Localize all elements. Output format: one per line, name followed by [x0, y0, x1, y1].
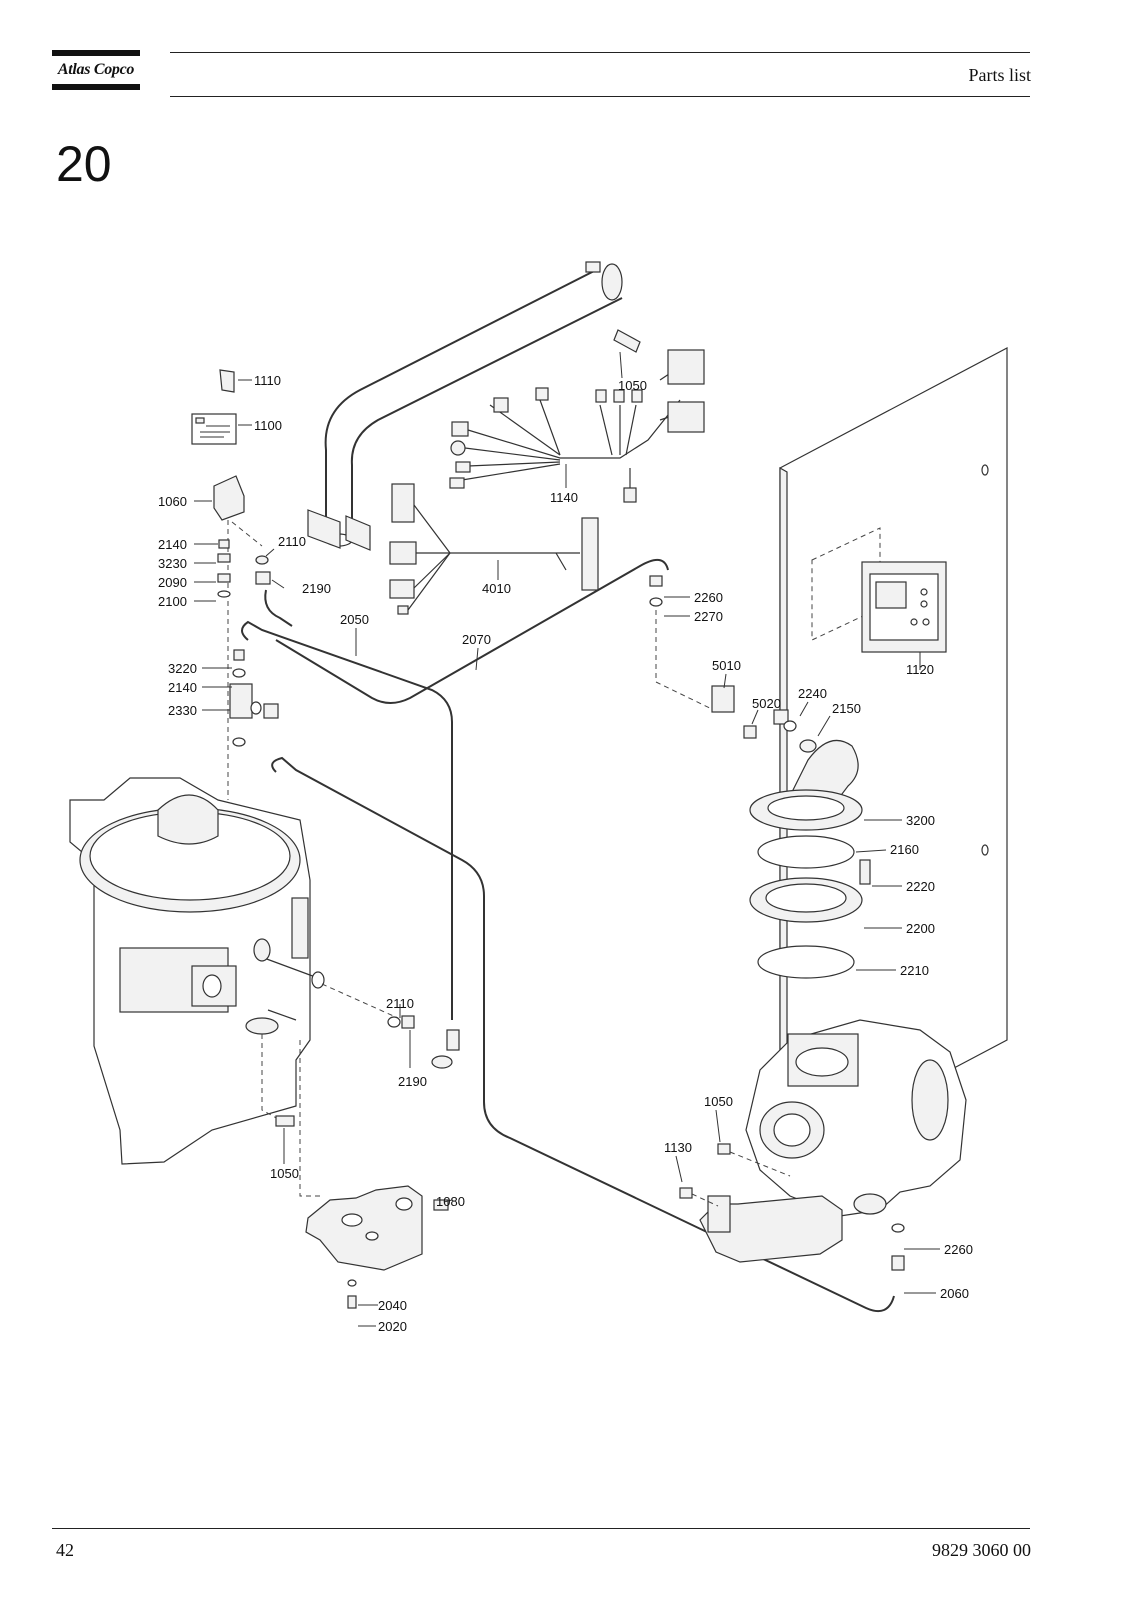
header-rule-top	[170, 52, 1030, 53]
callout-1100: 1100	[254, 418, 282, 433]
receiver-tank	[69, 777, 415, 1197]
atlas-copco-logo: Atlas Copco	[52, 50, 140, 92]
callout-2260-bottom: 2260	[944, 1242, 973, 1257]
page-title: Parts list	[968, 65, 1031, 85]
callout-2190-bottom: 2190	[398, 1074, 427, 1089]
callout-2190-top: 2190	[302, 581, 331, 596]
callout-2090: 2090	[158, 575, 187, 590]
callout-1060: 1060	[158, 494, 187, 509]
small-parts-top	[191, 369, 237, 445]
callout-3230: 3230	[158, 556, 187, 571]
wiring-harness-4010	[389, 483, 599, 615]
callout-2110-top: 2110	[278, 534, 306, 549]
callout-2050: 2050	[340, 612, 369, 627]
hoses	[241, 559, 895, 1312]
cooler-pipe	[307, 261, 623, 551]
logo-bar-top	[52, 50, 140, 56]
callout-3200: 3200	[906, 813, 935, 828]
callout-3220: 3220	[168, 661, 197, 676]
callout-2110-bottom: 2110	[386, 996, 414, 1011]
controller-display	[811, 527, 947, 670]
document-number: 9829 3060 00	[932, 1540, 1031, 1560]
callout-2100: 2100	[158, 594, 187, 609]
callout-2040: 2040	[378, 1298, 407, 1313]
callout-2140-mid: 2140	[168, 680, 197, 695]
callout-4010: 4010	[482, 581, 511, 596]
callout-leaders	[194, 351, 940, 1327]
callout-2330: 2330	[168, 703, 197, 718]
callout-1140: 1140	[550, 490, 578, 505]
footer-rule	[52, 1528, 1030, 1529]
solenoid-stack	[213, 475, 293, 800]
callout-5010: 5010	[712, 658, 741, 673]
callout-2160: 2160	[890, 842, 919, 857]
callout-1050-right: 1050	[704, 1094, 733, 1109]
callout-1080: 1080	[436, 1194, 465, 1209]
wiring-harness	[449, 329, 705, 503]
header-rule-bottom	[170, 96, 1030, 97]
section-number: 20	[56, 136, 112, 192]
callout-labels: 1110 1100 1050 1140 1060 2140 2110 3230 …	[158, 373, 973, 1334]
callout-2060: 2060	[940, 1286, 969, 1301]
callout-1130: 1130	[664, 1140, 692, 1155]
callout-1050-top: 1050	[618, 378, 647, 393]
logo-bar-bottom	[52, 84, 140, 90]
callout-2020: 2020	[378, 1319, 407, 1334]
compressor-element	[679, 1019, 967, 1271]
callout-1110: 1110	[254, 373, 281, 388]
callout-2270: 2270	[694, 609, 723, 624]
callout-2140-top: 2140	[158, 537, 187, 552]
callout-2260-top: 2260	[694, 590, 723, 605]
callout-5020: 5020	[752, 696, 781, 711]
callout-2240: 2240	[798, 686, 827, 701]
callout-2220: 2220	[906, 879, 935, 894]
logo-wordmark: Atlas Copco	[57, 61, 135, 78]
page-number: 42	[56, 1540, 74, 1560]
manifold-block	[305, 1185, 449, 1309]
callout-2150: 2150	[832, 701, 861, 716]
inlet-flange-assembly	[711, 685, 871, 979]
callout-2200: 2200	[906, 921, 935, 936]
callout-1050-left: 1050	[270, 1166, 299, 1181]
callout-2210: 2210	[900, 963, 929, 978]
callout-1120: 1120	[906, 662, 934, 677]
callout-2070: 2070	[462, 632, 491, 647]
